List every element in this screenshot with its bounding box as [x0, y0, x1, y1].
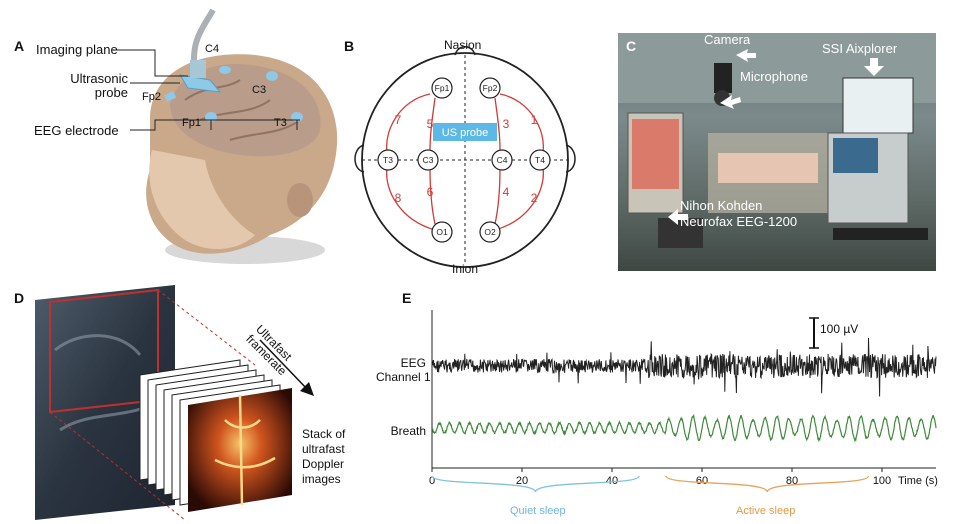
x-tick-label-80: 80 — [786, 475, 798, 487]
electrode-t3: T3 — [383, 155, 393, 165]
breath-trace — [431, 413, 937, 443]
ultrasonic-probe-line1: Ultrasonic — [70, 71, 128, 86]
t3-label-a: T3 — [274, 117, 287, 129]
channel-3: 3 — [503, 117, 510, 131]
electrode-c4: C4 — [497, 155, 508, 165]
electrode-c3: C3 — [423, 155, 434, 165]
ultrasonic-probe-line2: probe — [94, 85, 128, 100]
x-tick-label-60: 60 — [696, 475, 708, 487]
c4-label-a: C4 — [205, 43, 220, 55]
inion-label: Inion — [452, 262, 479, 276]
nasion-label: Nasion — [444, 38, 482, 52]
channel-6: 6 — [427, 185, 434, 199]
photo-arrows — [668, 49, 884, 225]
stack-line4: images — [302, 472, 341, 486]
electrode-t4: T4 — [535, 155, 545, 165]
channel-8: 8 — [395, 191, 402, 205]
panel-letter-b: B — [344, 38, 355, 54]
x-tick-label-40: 40 — [606, 475, 618, 487]
electrode-fp1: Fp1 — [435, 83, 450, 93]
stack-line1: Stack of — [302, 427, 346, 441]
electrode-o1: O1 — [436, 227, 448, 237]
infant-head-illustration — [112, 8, 338, 264]
x-tick-label-20: 20 — [516, 475, 528, 487]
eeg-line2: Channel 1 — [376, 370, 431, 384]
ultrasonic-probe-label: Ultrasonic probe — [60, 72, 128, 100]
us-probe-label: US probe — [442, 127, 488, 139]
channel-7: 7 — [395, 113, 402, 127]
stack-line2: ultrafast — [302, 442, 345, 456]
nihon-kohden-line1: Nihon Kohden — [680, 198, 763, 213]
imaging-plane-label: Imaging plane — [36, 42, 118, 57]
channel-2: 2 — [531, 191, 538, 205]
stack-label: Stack of ultrafast Doppler images — [302, 427, 345, 487]
quiet-sleep-label: Quiet sleep — [510, 505, 566, 517]
channel-4: 4 — [503, 185, 510, 199]
microphone-label: Microphone — [740, 69, 808, 84]
channel-1: 1 — [531, 113, 538, 127]
nihon-kohden-label: Nihon Kohden Neurofax EEG-1200 — [680, 198, 797, 230]
camera-label: Camera — [704, 32, 751, 47]
fp1-label-a: Fp1 — [182, 117, 201, 129]
scale-bar-label: 100 µV — [820, 322, 859, 336]
recording-setup-photo — [618, 33, 936, 271]
eeg-channel-label: EEG Channel 1 — [376, 356, 431, 384]
stack-line3: Doppler — [302, 457, 345, 471]
ultrasound-stack-illustration — [35, 285, 314, 521]
x-tick-label-100: 100 — [873, 475, 891, 487]
panel-letter-d: D — [14, 290, 25, 306]
panel-letter-c: C — [626, 38, 637, 54]
active-sleep-brace — [665, 475, 870, 493]
breath-label: Breath — [390, 424, 426, 438]
c3-label-a: C3 — [252, 84, 267, 96]
nihon-kohden-line2: Neurofax EEG-1200 — [680, 214, 798, 229]
active-sleep-label: Active sleep — [736, 505, 796, 517]
x-tick-label-0: 0 — [429, 475, 435, 487]
panel-letter-a: A — [14, 38, 25, 54]
eeg-electrode-label: EEG electrode — [34, 123, 119, 138]
panel-letter-e: E — [402, 290, 412, 306]
eeg-line1: EEG — [400, 356, 426, 370]
eeg-trace — [431, 337, 937, 397]
electrode-o2: O2 — [484, 227, 496, 237]
eeg-breath-chart: 0 20 40 60 80 100 — [429, 310, 937, 493]
x-axis-label: Time (s) — [898, 475, 938, 487]
ssi-aixplorer-label: SSI Aixplorer — [822, 41, 898, 56]
quiet-sleep-brace — [431, 475, 640, 493]
electrode-fp2: Fp2 — [483, 83, 498, 93]
electrode-montage-diagram: US probe Fp1 Fp2 T3 C3 C4 T4 O1 O2 7 5 3… — [354, 46, 576, 268]
channel-5: 5 — [427, 117, 434, 131]
fp2-label-a: Fp2 — [142, 91, 161, 103]
